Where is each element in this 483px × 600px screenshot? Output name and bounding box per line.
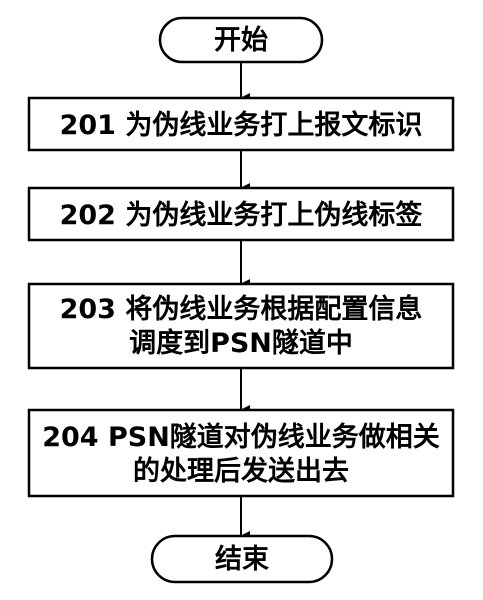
end-node: 结束	[150, 534, 334, 584]
step-203-label-line-1: 203 将伪线业务根据配置信息	[60, 293, 423, 325]
step-202-label: 202 为伪线业务打上伪线标签	[60, 199, 424, 231]
step-203-box: 203 将伪线业务根据配置信息 调度到PSN隧道中	[27, 282, 455, 370]
step-201-box: 201 为伪线业务打上报文标识	[27, 96, 455, 152]
step-204-box: 204 PSN隧道对伪线业务做相关 的处理后发送出去	[27, 408, 455, 498]
start-label: 开始	[214, 24, 268, 56]
step-203-label-line-2: 调度到PSN隧道中	[129, 327, 353, 359]
step-201-label: 201 为伪线业务打上报文标识	[60, 109, 423, 141]
end-label: 结束	[215, 544, 269, 575]
step-202-box: 202 为伪线业务打上伪线标签	[27, 186, 455, 242]
step-204-label-line-1: 204 PSN隧道对伪线业务做相关	[42, 421, 440, 453]
start-node: 开始	[158, 16, 324, 64]
step-204-label-line-2: 的处理后发送出去	[133, 455, 349, 487]
